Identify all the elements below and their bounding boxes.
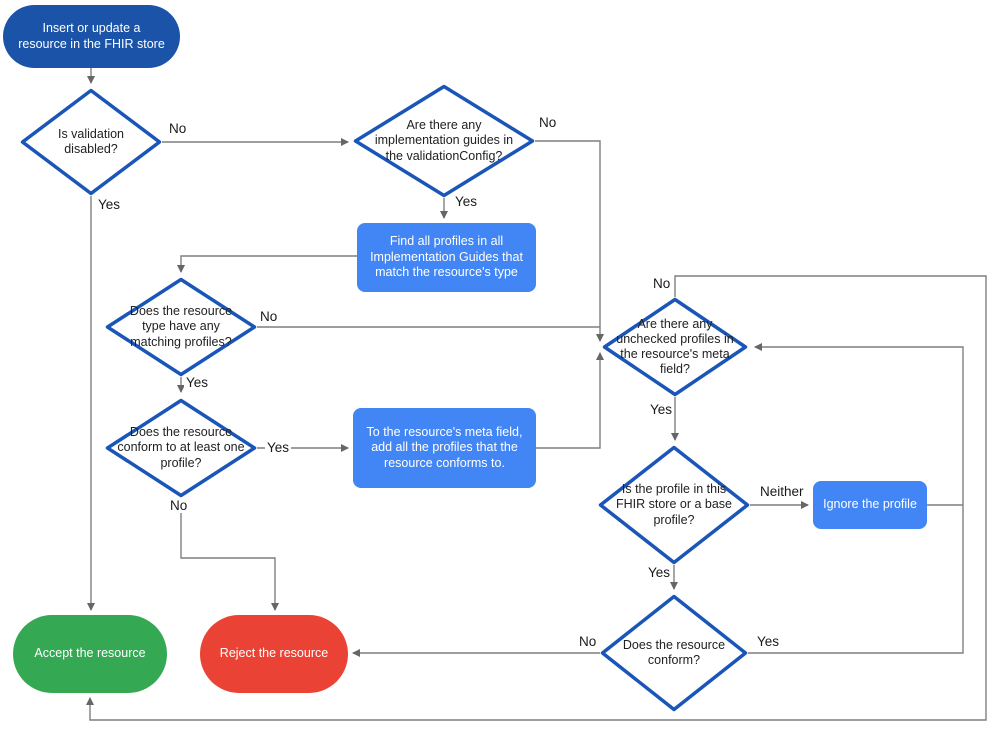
decision-matching-profiles-label: Does the resource type have any matching…: [129, 304, 233, 349]
process-add-profiles-label: To the resource's meta field, add all th…: [366, 424, 523, 470]
label-conform-no: No: [577, 634, 599, 649]
start-node: Insert or update a resource in the FHIR …: [3, 5, 180, 68]
reject-node: Reject the resource: [200, 615, 348, 693]
label-profile-yes: Yes: [646, 565, 673, 580]
process-find-profiles-label: Find all profiles in all Implementation …: [370, 234, 523, 280]
decision-resource-conform-label: Does the resource conform?: [622, 637, 726, 667]
process-ignore-profile: Ignore the profile: [813, 481, 927, 529]
edge-conform-one-no: [180, 498, 279, 611]
decision-resource-conform: Does the resource conform?: [600, 594, 748, 712]
decision-profile-in-store: Is the profile in this FHIR store or a b…: [598, 445, 750, 565]
accept-node: Accept the resource: [13, 615, 167, 693]
label-unchecked-no: No: [651, 276, 673, 291]
edge-conform-yes-loop: [748, 343, 964, 654]
label-conform-one-yes: Yes: [265, 440, 292, 455]
diamond-shape: [353, 84, 535, 198]
label-validation-no: No: [167, 121, 189, 136]
diamond-shape: [105, 277, 257, 377]
decision-profile-in-store-label: Is the profile in this FHIR store or a b…: [615, 482, 732, 527]
label-matching-no: No: [258, 309, 280, 324]
decision-validation-disabled: Is validation disabled?: [20, 88, 162, 196]
diamond-shape: [598, 445, 750, 565]
decision-validation-disabled-label: Is validation disabled?: [57, 126, 124, 156]
label-conform-yes: Yes: [755, 634, 782, 649]
accept-node-label: Accept the resource: [34, 646, 146, 661]
decision-implementation-guides: Are there any implementation guides in t…: [353, 84, 535, 198]
decision-matching-profiles: Does the resource type have any matching…: [105, 277, 257, 377]
edge-find-profiles-to-matching: [177, 255, 357, 273]
edge-unchecked-no-loop: [86, 275, 987, 721]
decision-conform-one: Does the resource conform to at least on…: [105, 398, 257, 498]
decision-unchecked-profiles: Are there any unchecked profiles in the …: [602, 297, 748, 397]
process-find-profiles: Find all profiles in all Implementation …: [357, 223, 536, 292]
reject-node-label: Reject the resource: [219, 646, 329, 661]
edge-add-profiles-to-unchecked: [536, 352, 604, 449]
label-guides-yes: Yes: [453, 194, 480, 209]
diamond-shape: [602, 297, 748, 397]
decision-unchecked-profiles-label: Are there any unchecked profiles in the …: [616, 316, 734, 377]
diamond-shape: [600, 594, 748, 712]
label-unchecked-yes: Yes: [648, 402, 675, 417]
edge-guides-no: [535, 140, 604, 342]
start-node-label: Insert or update a resource in the FHIR …: [18, 20, 165, 51]
label-profile-neither: Neither: [758, 484, 806, 499]
diamond-shape: [20, 88, 162, 196]
label-conform-one-no: No: [168, 498, 190, 513]
decision-conform-one-label: Does the resource conform to at least on…: [117, 425, 245, 470]
process-add-profiles: To the resource's meta field, add all th…: [353, 408, 536, 488]
label-validation-yes: Yes: [96, 197, 123, 212]
decision-implementation-guides-label: Are there any implementation guides in t…: [374, 118, 514, 163]
diamond-shape: [105, 398, 257, 498]
label-guides-no: No: [537, 115, 559, 130]
label-matching-yes: Yes: [184, 375, 211, 390]
process-ignore-profile-label: Ignore the profile: [823, 497, 917, 512]
